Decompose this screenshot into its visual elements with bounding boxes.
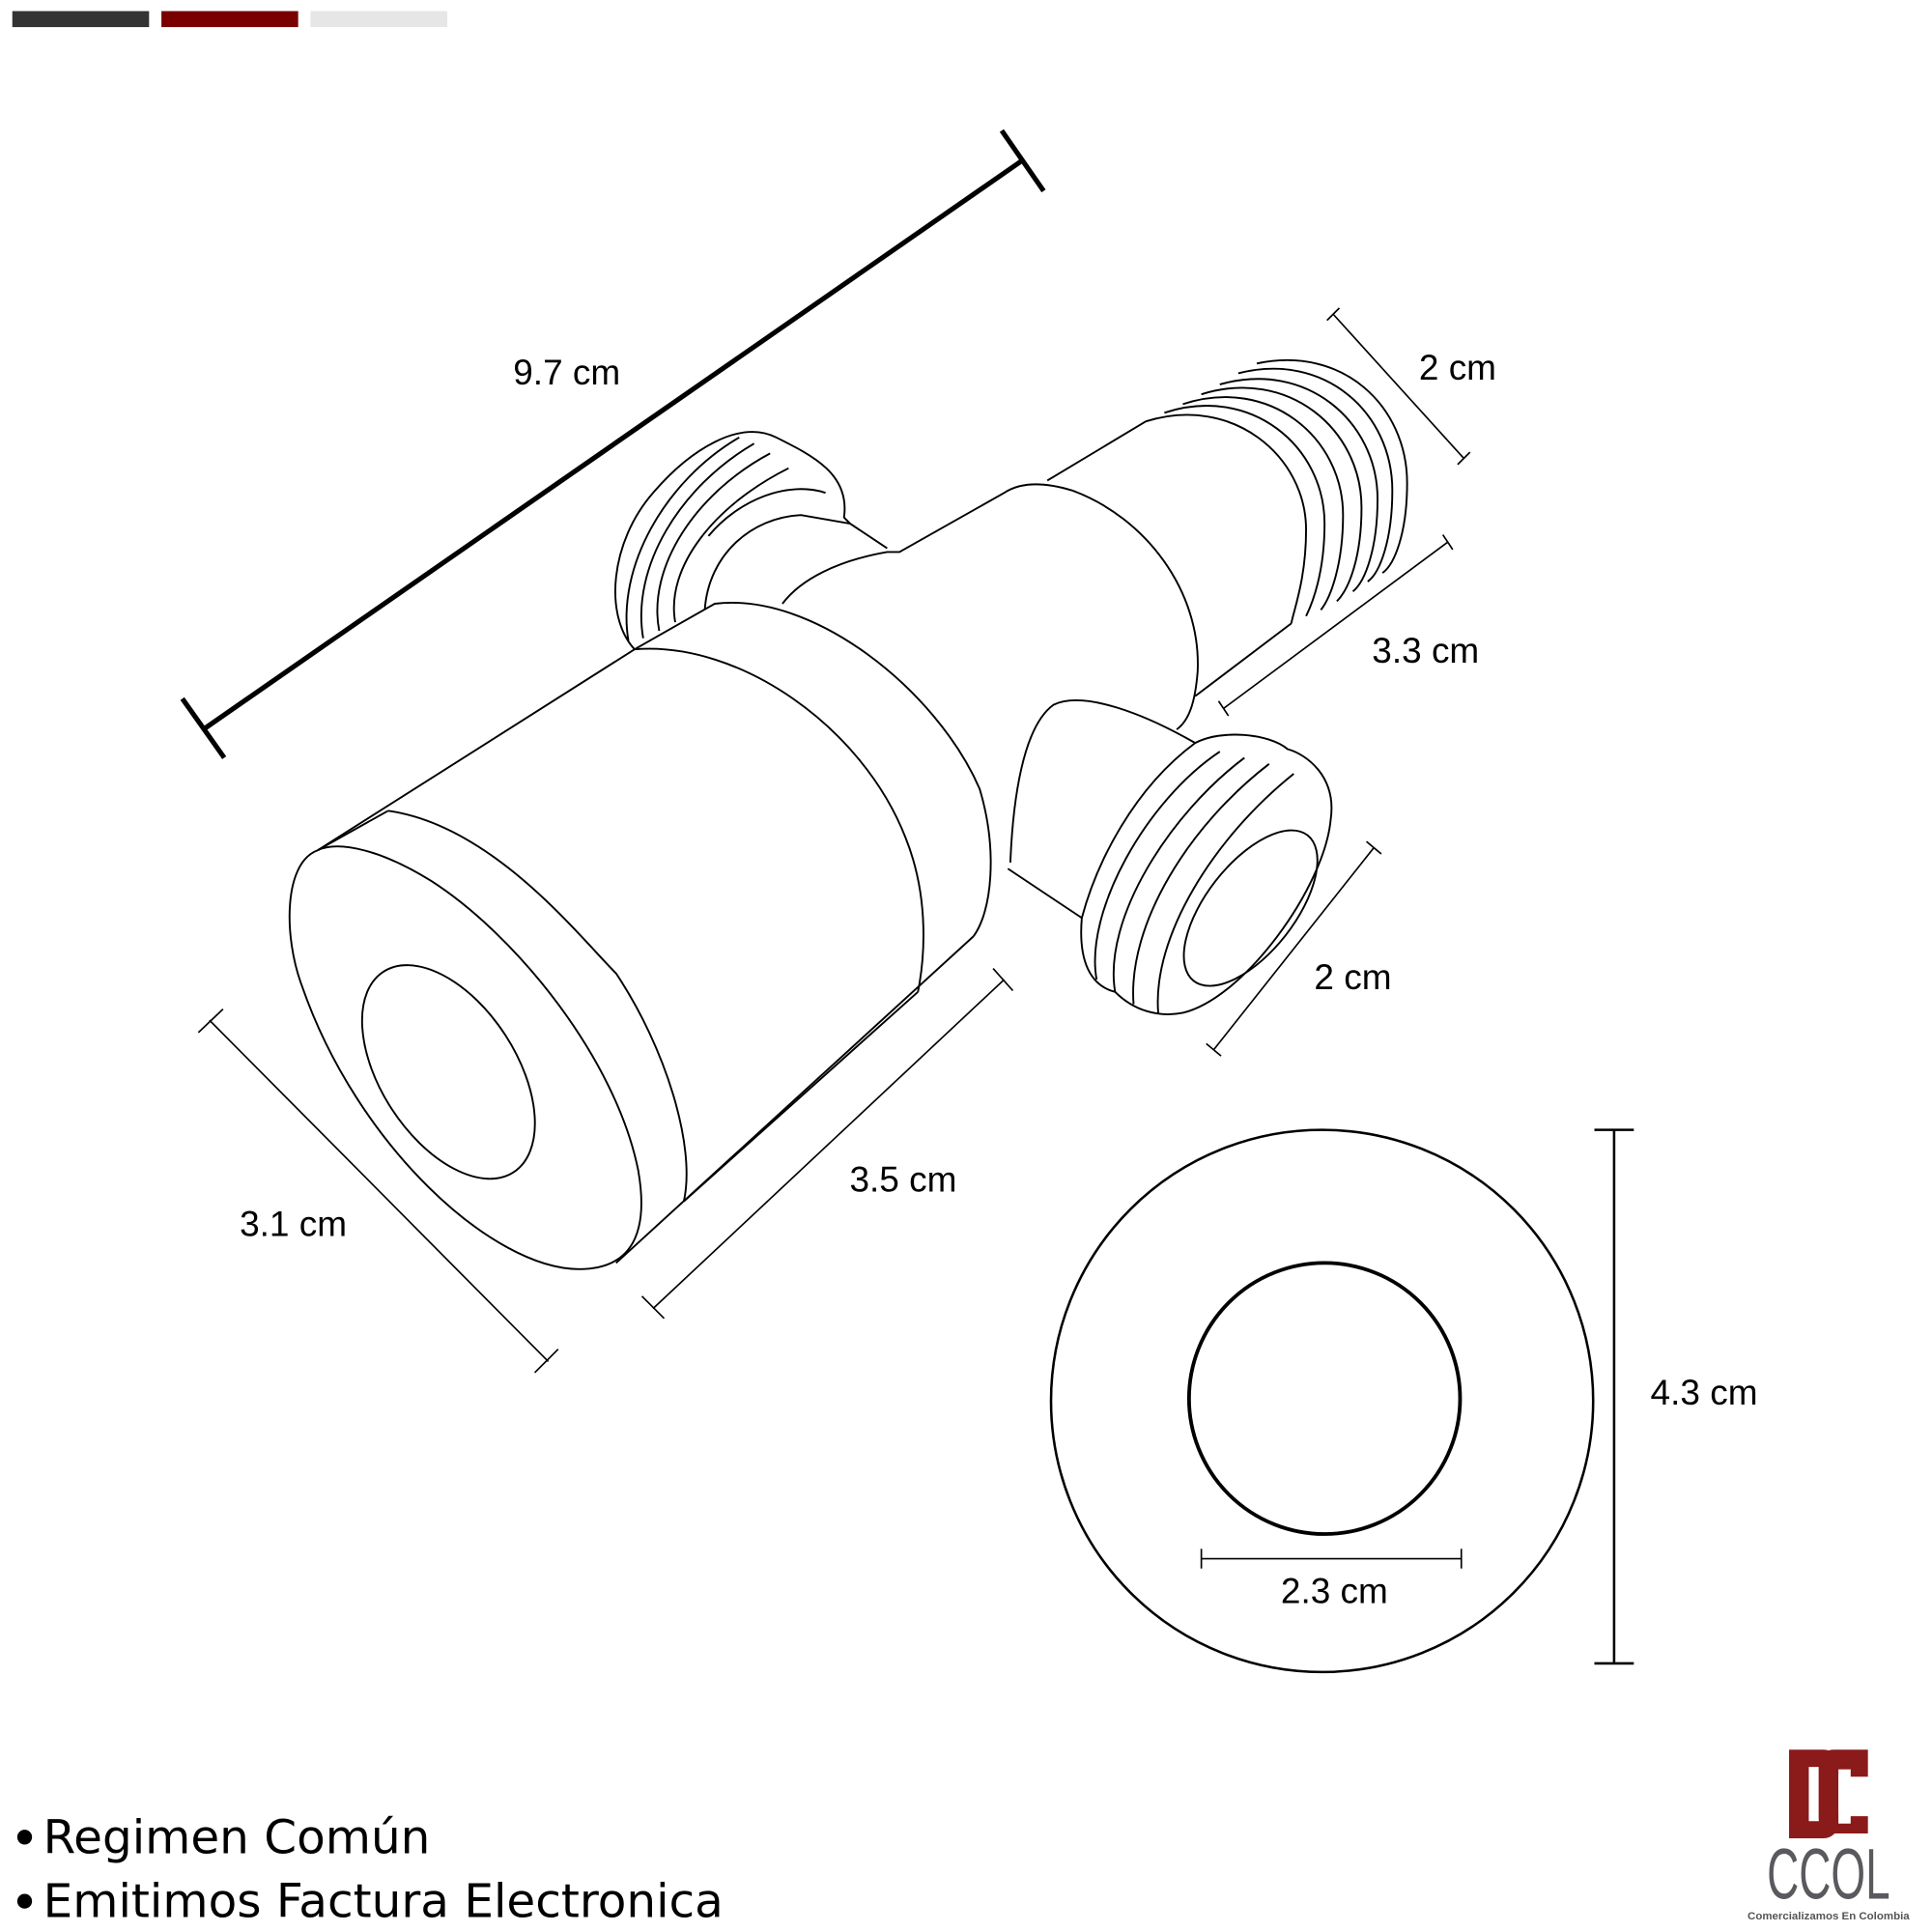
label-side-thread: 2 cm — [1314, 957, 1391, 997]
header-bar-red — [161, 11, 298, 28]
note-factura: Emitimos Factura Electronica — [43, 1875, 724, 1929]
dimension-total-length: 9.7 cm — [180, 128, 1046, 759]
dimension-top-thread: 2 cm — [1326, 307, 1496, 466]
label-outlet-pipe: 3.3 cm — [1372, 631, 1479, 670]
dimension-side-thread: 2 cm — [1206, 840, 1392, 1057]
label-flange-inner: 2.3 cm — [1281, 1571, 1388, 1610]
header-bar-dark — [12, 11, 150, 28]
header-bar-light — [310, 11, 448, 28]
svg-text:CCOL: CCOL — [1767, 1834, 1890, 1915]
label-total-length: 9.7 cm — [513, 353, 620, 392]
valve-illustration — [288, 358, 1408, 1270]
ccol-logo: CCOL Comercializamos En Colombia — [1747, 1749, 1910, 1922]
notes: Regimen Común Emitimos Factura Electroni… — [16, 1810, 724, 1929]
dimension-body-length: 3.5 cm — [640, 968, 1014, 1320]
svg-text:Comercializamos En Colombia: Comercializamos En Colombia — [1747, 1911, 1910, 1922]
label-cap-diameter: 3.1 cm — [240, 1204, 347, 1243]
label-flange-outer: 4.3 cm — [1651, 1373, 1758, 1412]
note-regimen: Regimen Común — [43, 1810, 431, 1864]
label-body-length: 3.5 cm — [849, 1159, 956, 1199]
dimension-cap-diameter: 3.1 cm — [197, 1009, 559, 1374]
label-top-thread: 2 cm — [1419, 348, 1496, 387]
dimension-outlet-pipe: 3.3 cm — [1217, 534, 1479, 717]
flange-view: 4.3 cm 2.3 cm — [1049, 1128, 1758, 1674]
